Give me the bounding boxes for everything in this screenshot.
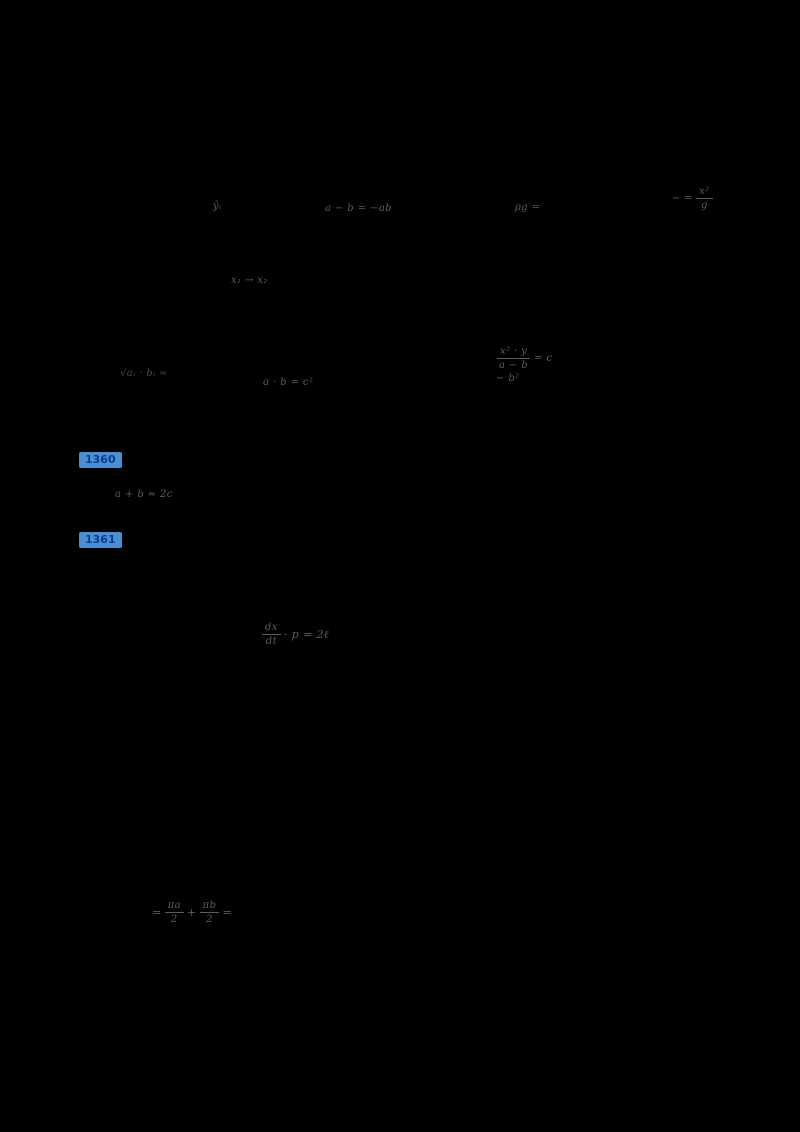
formula-text: a · b = c² <box>263 377 314 388</box>
formula: = πa 2 + πb 2 = <box>152 900 232 925</box>
formula: x₁ → x₂ <box>231 275 268 286</box>
fraction-denominator: dt <box>265 636 278 647</box>
fraction-numerator: dx <box>262 622 281 635</box>
formula-row: x² · y a − b = c <box>496 346 552 371</box>
formula-prefix: = <box>152 906 162 919</box>
formula: √aᵢ · bᵢ ≈ <box>120 368 168 379</box>
fraction: πb 2 <box>199 900 220 925</box>
formula-suffix: = <box>222 906 232 919</box>
formula-text: a + b ≈ 2c <box>115 489 173 500</box>
fraction-denominator: 2 <box>170 914 178 925</box>
fraction: x² · y a − b <box>496 346 531 371</box>
formula-text: ρg = <box>515 202 541 213</box>
formula: ρg = <box>515 202 540 213</box>
fraction-numerator: x² <box>696 186 713 199</box>
problem-number-link[interactable]: 1360 <box>79 452 122 468</box>
problem-number-link[interactable]: 1361 <box>79 532 122 548</box>
formula-below: − b² <box>496 373 520 384</box>
fraction-denominator: a − b <box>499 360 529 371</box>
fraction: x² g <box>696 186 713 211</box>
fraction-numerator: x² · y <box>496 346 531 359</box>
fraction-numerator: πb <box>199 900 220 913</box>
formula-suffix: = c <box>534 353 553 364</box>
formula-text: ŷᵢ <box>213 201 222 212</box>
formula-text: x₁ → x₂ <box>231 275 268 286</box>
formula: a − b = −ab <box>325 203 392 214</box>
formula-prefix: − = <box>672 193 694 204</box>
formula: ŷᵢ <box>213 201 221 212</box>
fraction: πa 2 <box>164 900 184 925</box>
formula: x² · y a − b = c − b² <box>496 346 552 384</box>
formula: dx dt · p = 2ℓ <box>262 622 329 647</box>
operator-plus: + <box>186 906 197 919</box>
formula: a + b ≈ 2c <box>115 489 173 500</box>
fraction-numerator: πa <box>164 900 184 913</box>
fraction-denominator: g <box>700 200 708 211</box>
formula-text: √aᵢ · bᵢ ≈ <box>120 368 168 379</box>
fraction-denominator: 2 <box>206 914 213 925</box>
formula-suffix: · p = 2ℓ <box>283 628 329 641</box>
formula: a · b = c² <box>263 377 313 388</box>
formula: − = x² g <box>672 186 713 211</box>
fraction: dx dt <box>262 622 281 647</box>
formula-text: a − b = −ab <box>325 203 392 214</box>
